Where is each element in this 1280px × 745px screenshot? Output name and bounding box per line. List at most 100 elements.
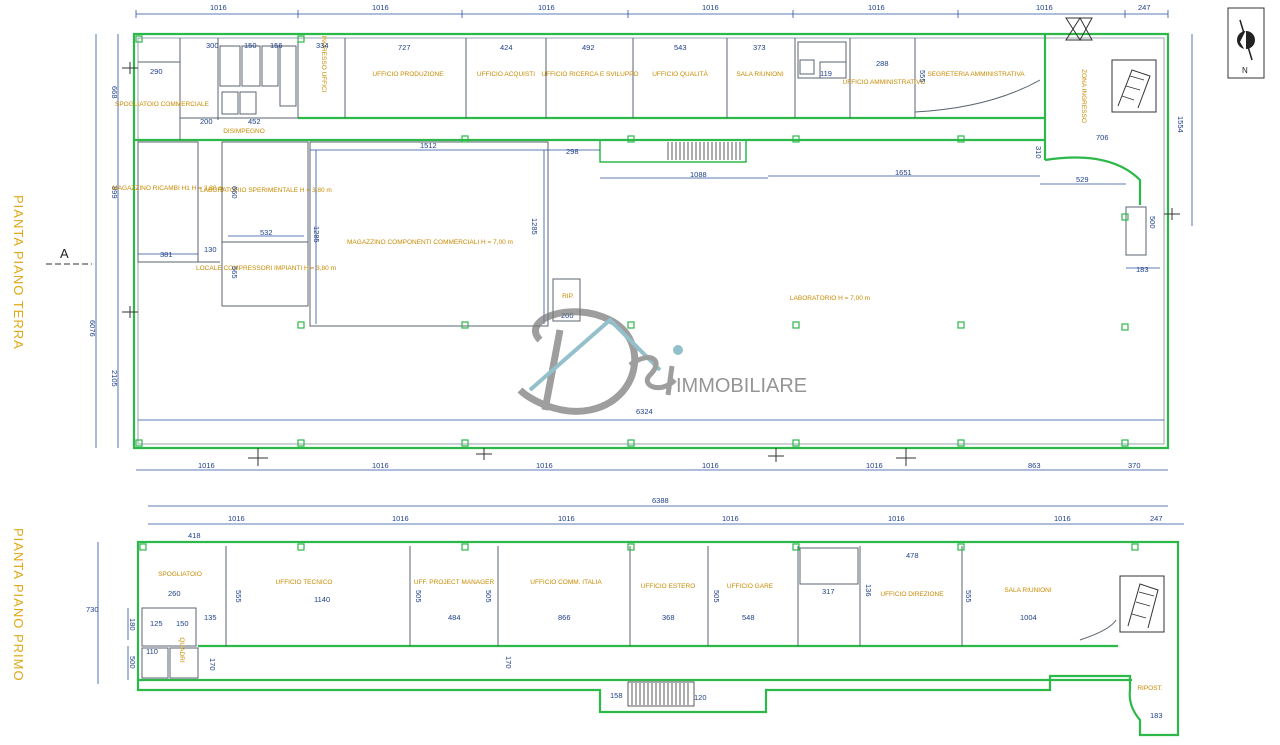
ff-left-dim-3: 500: [128, 656, 137, 669]
gf-top-dim-5: 1016: [868, 3, 885, 12]
gf-left-dim-1: 668: [110, 86, 119, 99]
ff-dim-548: 548: [742, 613, 755, 622]
gf-dim-373: 373: [753, 43, 766, 52]
ff-dim-125: 125: [150, 619, 163, 628]
ff-dim-555a: 555: [234, 590, 243, 603]
ff-dim-555b: 555: [964, 590, 973, 603]
room-laboratorio: LABORATORIO H = 7,00 m: [790, 295, 870, 302]
gf-entrance-stair-icon: [1111, 59, 1157, 113]
gf-door-markers: [122, 62, 1180, 466]
gf-left-dim-3: 6076: [88, 320, 97, 337]
room-ff-uff-project: UFF. PROJECT MANAGER: [414, 579, 495, 586]
compass-icon: N: [1227, 7, 1265, 79]
room-sala-riunioni: SALA RIUNIONI: [736, 71, 784, 78]
watermark-brand: IMMOBILIARE: [676, 375, 807, 397]
ff-top-dim-7: 247: [1150, 514, 1163, 523]
room-magazzino-ricambi: MAGAZZINO RICAMBI H1 H = 3,80 m: [112, 185, 223, 192]
gf-bottom-dim-4: 1016: [702, 461, 719, 470]
gf-dim-543: 543: [674, 43, 687, 52]
gf-wc-block: [219, 41, 847, 115]
room-magazzino-componenti: MAGAZZINO COMPONENTI COMMERCIALI H = 7,0…: [347, 239, 513, 246]
room-laboratorio-sperimentale: LABORATORIO SPERIMENTALE H = 3,80 m: [200, 187, 332, 194]
gf-dim-1512: 1512: [420, 141, 437, 150]
gf-bottom-dim-7: 370: [1128, 461, 1141, 470]
ff-dim-368: 368: [662, 613, 675, 622]
ff-top-dim-2: 1016: [392, 514, 409, 523]
gf-main-door-icon: [1065, 17, 1093, 41]
gf-dim-1651: 1651: [895, 168, 912, 177]
gf-dim-130: 130: [204, 245, 217, 254]
ff-dim-135: 135: [204, 613, 217, 622]
room-ufficio-amministrativo: UFFICIO AMMINISTRATIVO: [843, 79, 926, 86]
gf-dim-492: 492: [582, 43, 595, 52]
compass-label: N: [1242, 66, 1248, 75]
gf-dim-452: 452: [248, 117, 261, 126]
gf-dim-727: 727: [398, 43, 411, 52]
ff-outer-wall: [136, 540, 1180, 737]
gf-dim-500: 500: [1148, 216, 1157, 229]
room-segreteria: SEGRETERIA AMMINISTRATIVA: [927, 71, 1025, 78]
ff-dim-170a: 170: [208, 658, 217, 671]
section-marker: A: [46, 246, 92, 265]
gf-dim-565: 565: [230, 266, 239, 279]
room-zona-ingresso: ZONA INGRESSO: [1080, 69, 1087, 123]
gf-central-stair-icon: [599, 139, 747, 163]
ff-dim-260: 260: [168, 589, 181, 598]
gf-dim-1285b: 1285: [530, 218, 539, 235]
ff-dim-150: 150: [176, 619, 189, 628]
gf-bottom-dim-2: 1016: [372, 461, 389, 470]
gf-dim-156: 156: [270, 41, 283, 50]
ff-total-dim: 6388: [652, 496, 669, 505]
ground-floor-plan: 1016 1016 1016 1016 1016 1016 247: [88, 3, 1193, 471]
gf-dim-288: 288: [876, 59, 889, 68]
gf-dim-183: 183: [1136, 265, 1149, 274]
room-spogliatoio-commerciale: SPOGLIATOIO COMMERCIALE: [115, 101, 210, 108]
ff-stair-icon: [627, 681, 695, 707]
room-ff-ufficio-comm: UFFICIO COMM. ITALIA: [530, 579, 602, 586]
gf-dim-1088: 1088: [690, 170, 707, 179]
gf-dim-532: 532: [260, 228, 273, 237]
room-rip: RIP.: [562, 293, 574, 300]
gf-dim-424: 424: [500, 43, 513, 52]
room-disimpegno: DISIMPEGNO: [223, 128, 265, 135]
room-ff-spogliatoio: SPOGLIATOIO: [158, 571, 202, 578]
gf-dim-381: 381: [160, 250, 173, 259]
gf-bottom-dim-3: 1016: [536, 461, 553, 470]
ff-dim-170b: 170: [504, 656, 513, 669]
gf-top-dim-7: 247: [1138, 3, 1151, 12]
gf-bottom-dim-6: 863: [1028, 461, 1041, 470]
ff-entrance-stair-icon: [1119, 575, 1165, 633]
gf-dim-298: 298: [566, 147, 579, 156]
gf-top-dim-6: 1016: [1036, 3, 1053, 12]
ff-left-dim-1: 730: [86, 605, 99, 614]
ff-dim-418: 418: [188, 531, 201, 540]
room-ufficio-qualita: UFFICIO QUALITÀ: [652, 69, 708, 78]
ff-dim-505c: 505: [712, 590, 721, 603]
room-ff-sala-riunioni: SALA RIUNIONI: [1004, 587, 1052, 594]
room-ff-ripost: RIPOST.: [1137, 685, 1162, 692]
gf-pillars: [135, 35, 1129, 447]
brand-watermark: IMMOBILIARE: [517, 308, 807, 415]
gf-dim-300: 300: [206, 41, 219, 50]
gf-top-dim-1: 1016: [210, 3, 227, 12]
ff-dim-1140: 1140: [314, 595, 330, 604]
ff-pillars: [139, 543, 1139, 551]
ff-dim-866: 866: [558, 613, 571, 622]
gf-dim-290: 290: [150, 67, 163, 76]
room-ff-ufficio-gare: UFFICIO GARE: [727, 583, 774, 590]
ff-dim-478: 478: [906, 551, 919, 560]
room-ufficio-ricerca: UFFICIO RICERCA E SVILUPPO: [541, 71, 638, 78]
ff-dim-183: 183: [1150, 711, 1163, 720]
ff-dim-120: 120: [694, 693, 707, 702]
gf-top-dim-4: 1016: [702, 3, 719, 12]
ff-top-dim-6: 1016: [1054, 514, 1071, 523]
gf-dim-1285a: 1285: [312, 226, 321, 243]
room-ff-ufficio-tecnico: UFFICIO TECNICO: [276, 579, 333, 586]
room-locale-compressori: LOCALE COMPRESSORI IMPIANTI H = 3,80 m: [196, 265, 336, 272]
side-label-ground-floor: PIANTA PIANO TERRA: [11, 195, 26, 350]
ff-dim-110: 110: [146, 647, 158, 656]
gf-dim-200a: 200: [200, 117, 213, 126]
gf-bottom-dim-5: 1016: [866, 461, 883, 470]
ff-dim-317: 317: [822, 587, 835, 596]
